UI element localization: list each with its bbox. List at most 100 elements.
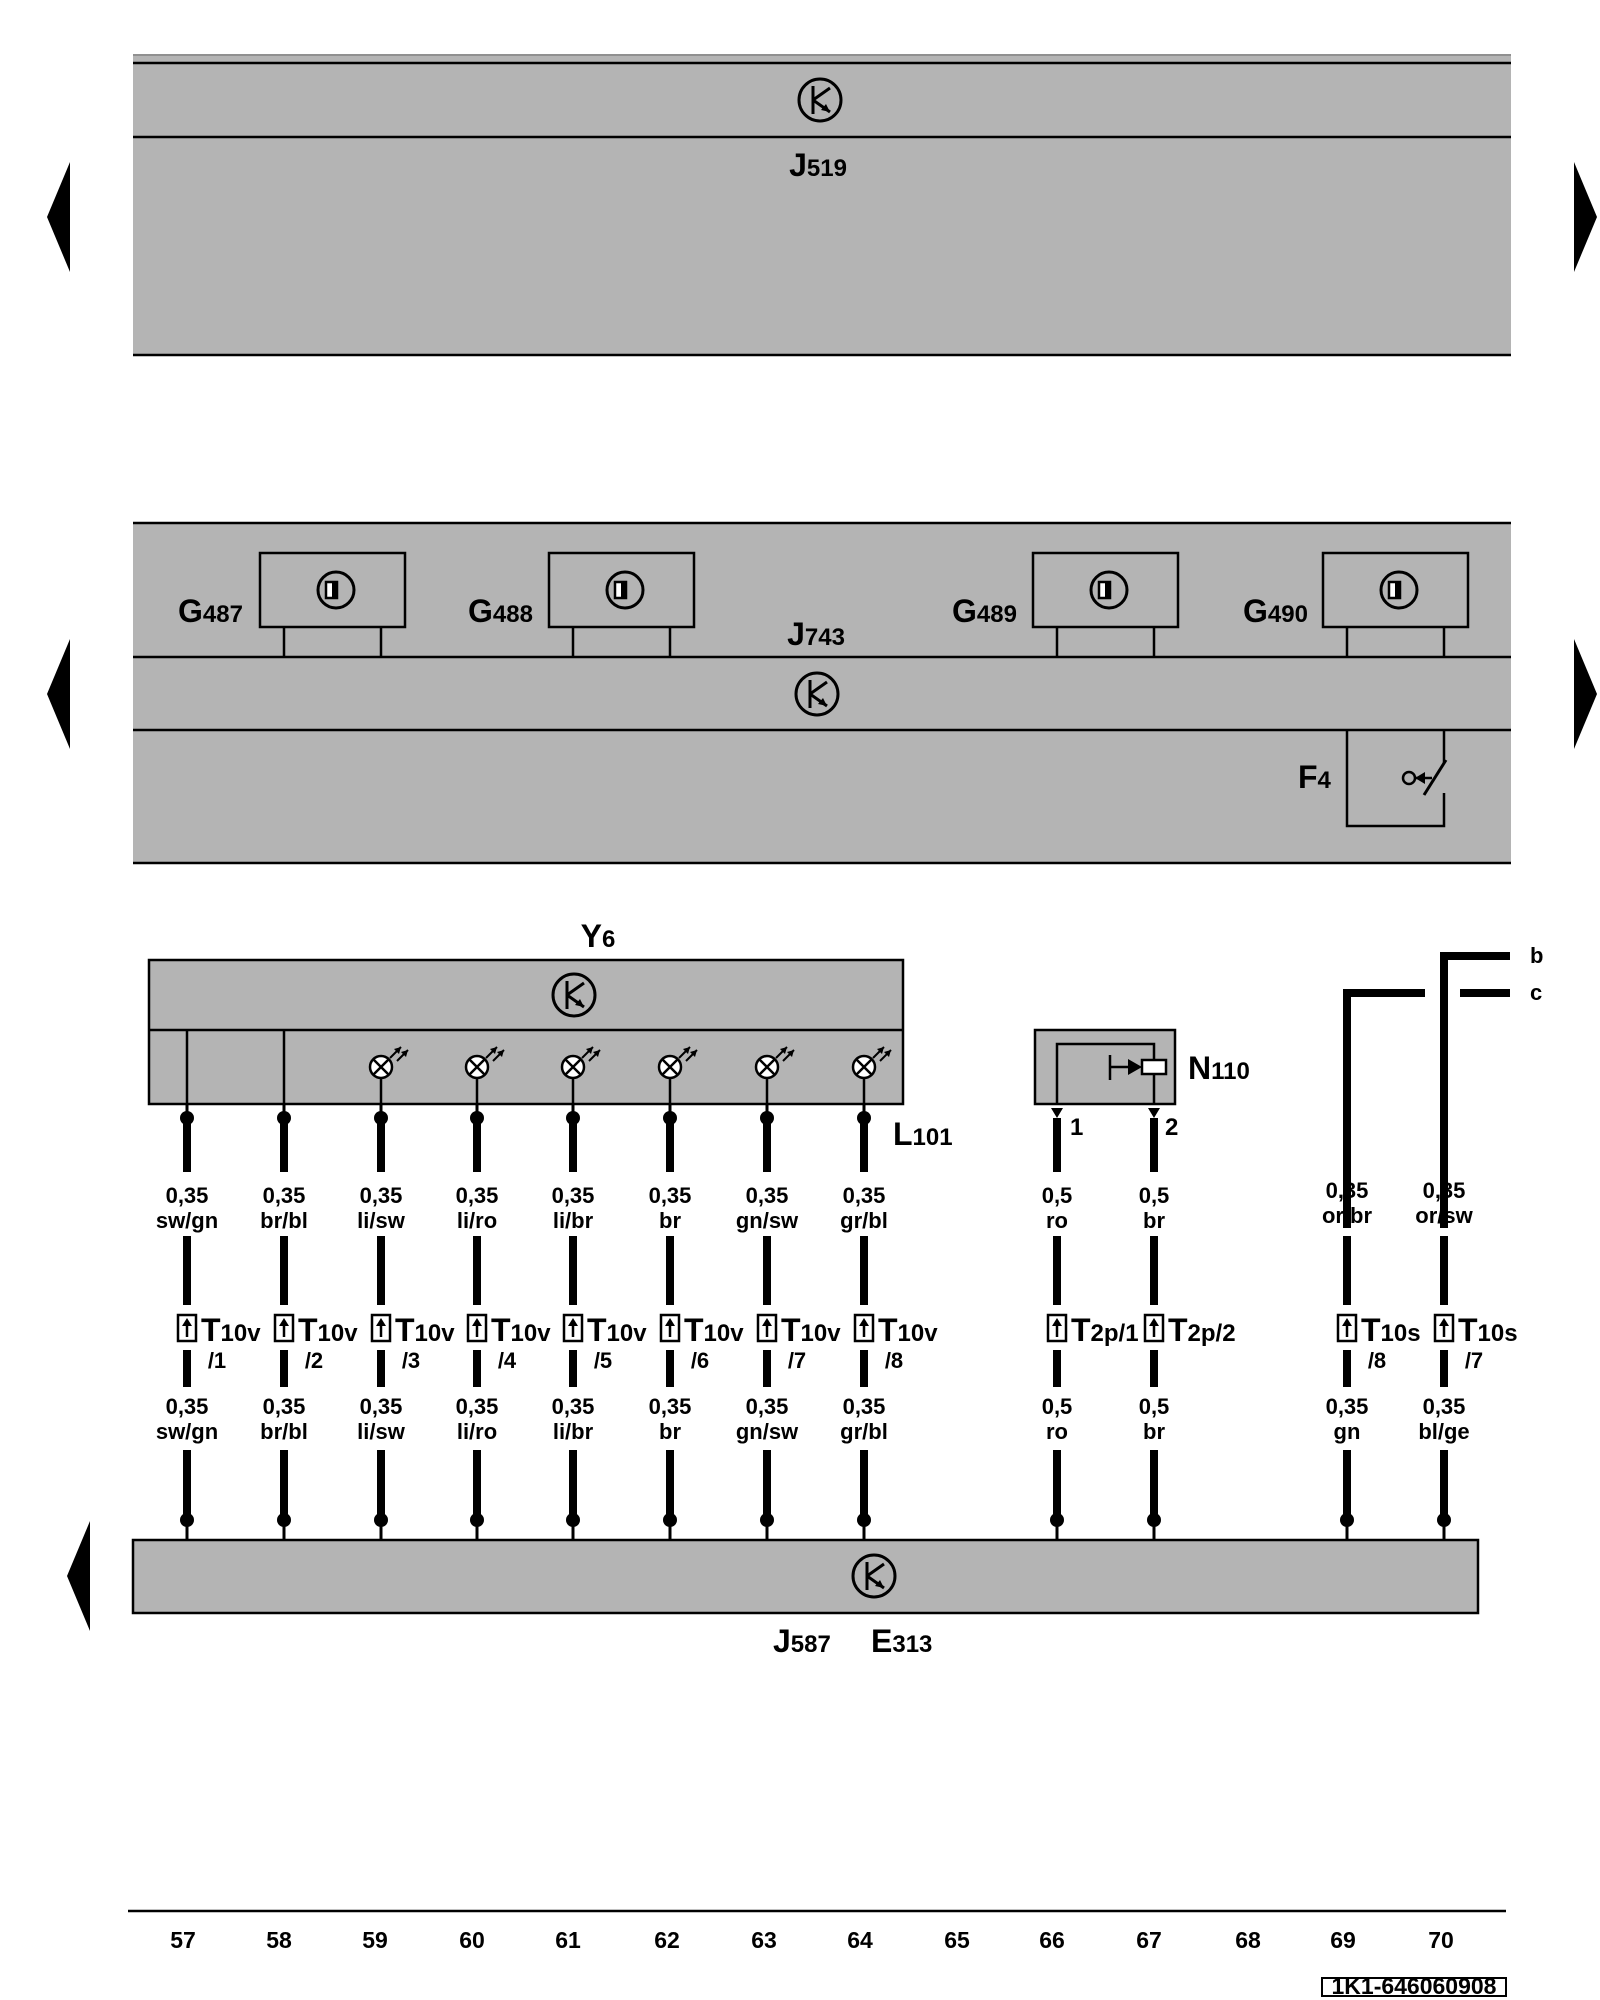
- connector-label: T10s: [1361, 1312, 1421, 1348]
- connector-pin-icon: [756, 1313, 778, 1343]
- track-number: 64: [847, 1927, 873, 1953]
- label-e313: E313: [871, 1623, 932, 1659]
- connector-pin-number: /7: [1465, 1348, 1483, 1373]
- label-g488: G488: [468, 593, 533, 629]
- track-number: 65: [944, 1927, 970, 1953]
- connector-pin-icon: [1433, 1313, 1455, 1343]
- arrow-right-icon[interactable]: [1574, 639, 1597, 749]
- connector-pin-number: /4: [498, 1348, 517, 1373]
- track-number: 62: [654, 1927, 680, 1953]
- connector-label: T10v: [878, 1312, 938, 1348]
- wire-bottom-size: 0,5: [1139, 1394, 1170, 1419]
- track-number: 63: [751, 1927, 777, 1953]
- connector-pin-icon: [370, 1313, 392, 1343]
- wire-top-size: 0,35: [843, 1183, 886, 1208]
- label-j587: J587: [773, 1623, 831, 1659]
- label-j743: J743: [787, 616, 845, 652]
- wire-bottom-size: 0,35: [552, 1394, 595, 1419]
- wire-top-color: li/ro: [457, 1208, 497, 1233]
- label-g487: G487: [178, 593, 243, 629]
- brake-light-switch-icon: [1415, 772, 1425, 784]
- connector-label: T10v: [491, 1312, 551, 1348]
- module-y6: Y6 L101: [147, 918, 953, 1152]
- connector-label: T10v: [684, 1312, 744, 1348]
- wire-bottom-color: br: [1143, 1419, 1165, 1444]
- wire-bottom-color: gn/sw: [736, 1419, 799, 1444]
- wire-bottom-size: 0,35: [166, 1394, 209, 1419]
- wire-bottom-color: br/bl: [260, 1419, 308, 1444]
- wire-bottom-color: gn: [1334, 1419, 1361, 1444]
- label-j519: J519: [789, 147, 847, 183]
- wire-top-size: 0,35: [166, 1183, 209, 1208]
- connector-pin-number: /1: [208, 1348, 226, 1373]
- arrow-right-icon[interactable]: [1574, 162, 1597, 272]
- wire-bottom-color: ro: [1046, 1419, 1068, 1444]
- wire-bottom-color: gr/bl: [840, 1419, 888, 1444]
- wire-top-color: gr/bl: [840, 1208, 888, 1233]
- label-y6: Y6: [581, 918, 616, 954]
- connector-label: T2p/1: [1071, 1312, 1139, 1348]
- wire-top-size: 0,35: [456, 1183, 499, 1208]
- connector-pin-number: /2: [305, 1348, 323, 1373]
- arrow-left-icon[interactable]: [67, 1521, 90, 1631]
- wire-top-size: 0,5: [1139, 1183, 1170, 1208]
- connector-label: T2p/2: [1168, 1312, 1236, 1348]
- sensor-g487: G487: [178, 551, 407, 657]
- connector-pin-icon: [562, 1313, 584, 1343]
- track-number: 70: [1428, 1927, 1454, 1953]
- module-j519: J519: [133, 54, 1511, 357]
- sensor-g490: G490: [1243, 551, 1470, 657]
- connector-pin-icon: [176, 1313, 198, 1343]
- wire-bottom-size: 0,35: [843, 1394, 886, 1419]
- connector-pin-icon: [853, 1313, 875, 1343]
- ref-b: b: [1530, 943, 1543, 968]
- sensor-g488: G488: [468, 551, 696, 657]
- wire-top-size: 0,35: [1423, 1178, 1466, 1203]
- wire-top-color: br: [659, 1208, 681, 1233]
- wire-bottom-size: 0,35: [746, 1394, 789, 1419]
- connector-label: T10v: [298, 1312, 358, 1348]
- wire-top-size: 0,35: [1326, 1178, 1369, 1203]
- connector-pin-icon: [466, 1313, 488, 1343]
- connector-pin-icon: [1046, 1313, 1068, 1343]
- wire-bottom-color: sw/gn: [156, 1419, 218, 1444]
- lamps: [368, 1045, 893, 1104]
- wire-bottom-size: 0,35: [263, 1394, 306, 1419]
- connector-label: T10v: [781, 1312, 841, 1348]
- wire-top-size: 0,35: [360, 1183, 403, 1208]
- wire-bottom-color: li/sw: [357, 1419, 406, 1444]
- wire-bottom-color: br: [659, 1419, 681, 1444]
- connector-label: T10v: [201, 1312, 261, 1348]
- ref-c: c: [1530, 980, 1542, 1005]
- valve-n110: N110 1 2: [1033, 1028, 1250, 1141]
- label-g490: G490: [1243, 593, 1308, 629]
- wire-top-color: li/br: [553, 1208, 594, 1233]
- wire-bottom-size: 0,35: [649, 1394, 692, 1419]
- wire-bottom-color: li/ro: [457, 1419, 497, 1444]
- track-number: 66: [1039, 1927, 1065, 1953]
- arrow-left-icon[interactable]: [47, 639, 70, 749]
- track-number: 67: [1136, 1927, 1162, 1953]
- doc-id-box: 1K1-646060908: [1321, 1973, 1507, 1999]
- connector-pin-number: /5: [594, 1348, 612, 1373]
- track-number: 58: [266, 1927, 292, 1953]
- solenoid-valve-icon: [1128, 1059, 1142, 1075]
- n110-pin-2: 2: [1165, 1114, 1178, 1141]
- arrow-left-icon[interactable]: [47, 162, 70, 272]
- wire-top-size: 0,5: [1042, 1183, 1073, 1208]
- track-number: 59: [362, 1927, 388, 1953]
- wire-bottom-size: 0,35: [360, 1394, 403, 1419]
- connector-label: T10v: [587, 1312, 647, 1348]
- track-number: 57: [170, 1927, 196, 1953]
- wire-top-size: 0,35: [746, 1183, 789, 1208]
- connector-pin-number: /7: [788, 1348, 806, 1373]
- connector-pin-icon: [1336, 1313, 1358, 1343]
- switch-f4: F4: [1298, 730, 1448, 828]
